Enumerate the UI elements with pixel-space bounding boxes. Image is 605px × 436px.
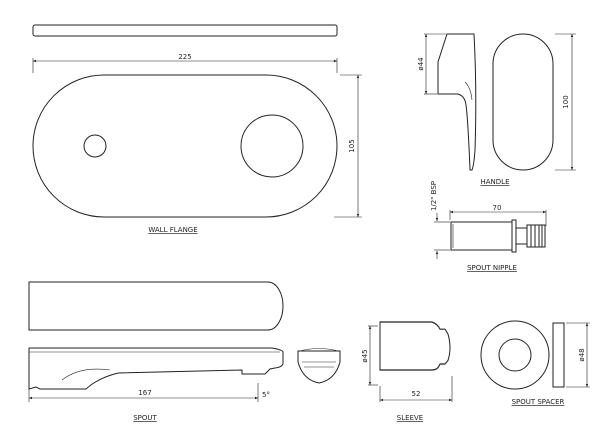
handle-hole (240, 114, 304, 178)
handle-label: HANDLE (480, 178, 509, 186)
spout-nipple-view: 1/2" BSP 70 SPOUT NIPPLE (430, 181, 547, 272)
wall-flange-view: 225 105 WALL FLANGE (32, 24, 362, 234)
dim-70-text: 70 (493, 204, 502, 212)
spout-label: SPOUT (133, 414, 157, 422)
spout-spacer-label: SPOUT SPACER (512, 398, 565, 406)
nipple-thread (526, 224, 546, 248)
dim-44-text: ø44 (417, 57, 425, 71)
flange-edge-view (32, 24, 338, 37)
dim-105-text: 105 (348, 139, 356, 152)
spout-end-detail (299, 348, 339, 368)
dim-45-text: ø45 (361, 349, 369, 362)
spout-nipple-label: SPOUT NIPPLE (467, 264, 517, 272)
spout-spacer-view: ø48 SPOUT SPACER (480, 320, 590, 406)
spacer-inner (498, 338, 532, 372)
dim-167-text: 167 (138, 389, 151, 397)
sleeve-body (379, 321, 451, 371)
spacer-side-view (552, 322, 565, 388)
nipple-stem (515, 227, 528, 245)
nipple-body (450, 221, 513, 251)
handle-lever-edge (464, 81, 473, 101)
dim-225-text: 225 (178, 53, 191, 61)
dim-angle-text: 5° (262, 391, 270, 399)
spacer-outer (480, 320, 550, 390)
spout-view: 167 5° SPOUT (28, 281, 341, 422)
handle-front-oval (492, 33, 554, 171)
nipple-flange (511, 219, 517, 253)
wall-flange-label: WALL FLANGE (148, 226, 197, 234)
flange-plate (32, 74, 338, 218)
spout-top-view (28, 281, 284, 331)
dim-52-text: 52 (412, 390, 421, 398)
spout-side-view (28, 347, 284, 390)
dim-bsp-text: 1/2" BSP (430, 181, 438, 211)
spout-curve (61, 368, 111, 381)
spout-end-view (297, 350, 341, 384)
sleeve-label: SLEEVE (397, 414, 423, 422)
handle-view: ø44 100 HANDLE (417, 33, 576, 186)
sleeve-view: ø45 52 SLEEVE (361, 321, 453, 422)
dim-100-text: 100 (562, 95, 570, 108)
dim-48-text: ø48 (578, 348, 586, 361)
handle-side-profile (437, 33, 477, 171)
spout-hole (83, 134, 107, 158)
